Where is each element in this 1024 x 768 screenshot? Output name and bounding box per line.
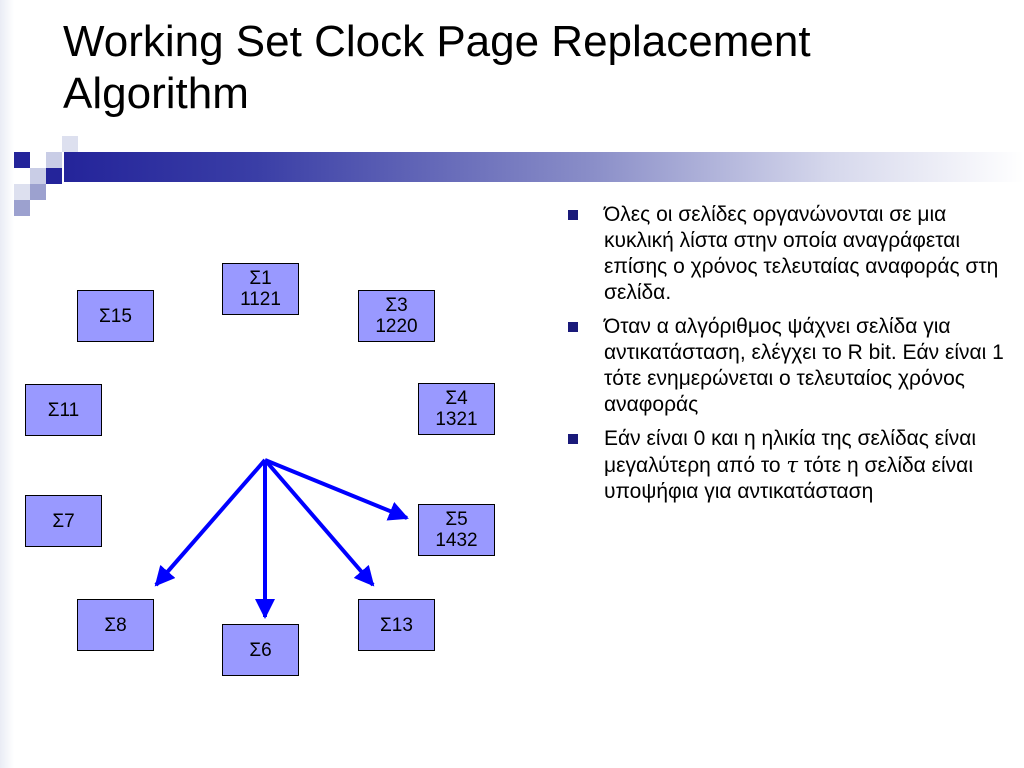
square-bullet-icon (568, 210, 578, 220)
bullet-list: Όλες οι σελίδες οργανώνονται σε μια κυκλ… (566, 202, 1006, 513)
page-box-s1: Σ1 1121 (222, 263, 299, 315)
bullet-text: Όταν α αλγόριθμος ψάχνει σελίδα για αντι… (604, 315, 1004, 416)
bullet-item: Εάν είναι 0 και η ηλικία της σελίδας είν… (566, 426, 1006, 505)
decor-square (30, 184, 46, 200)
decor-square (30, 168, 46, 184)
arrow-to-s13 (263, 458, 375, 587)
slide-title: Working Set Clock Page Replacement Algor… (63, 17, 811, 118)
page-time: 1432 (435, 530, 478, 551)
page-name: Σ7 (52, 510, 75, 532)
page-time: 1220 (375, 316, 418, 337)
bullet-text-after: τότε η σελίδα είναι υποψήφια για αντικατ… (604, 454, 973, 503)
page-name: Σ3 (385, 295, 408, 316)
page-name: Σ4 (445, 388, 468, 409)
page-box-s7: Σ7 (25, 495, 102, 547)
arrow-to-s8 (154, 458, 267, 587)
page-box-s6: Σ6 (222, 624, 299, 676)
page-name: Σ5 (445, 509, 468, 530)
page-box-s11: Σ11 (25, 384, 102, 436)
decor-square (62, 136, 78, 152)
decor-square (46, 152, 62, 168)
decor-square (14, 184, 30, 200)
page-box-s8: Σ8 (77, 599, 154, 651)
page-box-s15: Σ15 (77, 290, 154, 342)
bullet-item: Όλες οι σελίδες οργανώνονται σε μια κυκλ… (566, 202, 1006, 306)
page-name: Σ15 (99, 305, 132, 327)
decor-square (14, 152, 30, 168)
arrow-to-s5 (264, 458, 409, 521)
page-name: Σ11 (47, 399, 80, 421)
tau-symbol: τ (786, 453, 798, 477)
decor-square (46, 168, 62, 184)
square-bullet-icon (568, 434, 578, 444)
left-edge-shading (0, 0, 14, 768)
page-box-s5: Σ5 1432 (418, 504, 495, 556)
bullet-text-before: Εάν είναι 0 και η ηλικία της σελίδας είν… (604, 427, 977, 477)
page-box-s13: Σ13 (358, 599, 435, 651)
page-box-s3: Σ3 1220 (358, 290, 435, 342)
bullet-text: Όλες οι σελίδες οργανώνονται σε μια κυκλ… (604, 203, 999, 304)
page-name: Σ13 (380, 614, 413, 636)
page-name: Σ1 (249, 268, 272, 289)
page-name: Σ8 (104, 614, 127, 636)
page-name: Σ6 (249, 639, 272, 661)
decor-square (14, 200, 30, 216)
title-underline-bar (64, 152, 1024, 182)
page-box-s4: Σ4 1321 (418, 383, 495, 435)
page-time: 1321 (435, 409, 478, 430)
square-bullet-icon (568, 322, 578, 332)
bullet-item: Όταν α αλγόριθμος ψάχνει σελίδα για αντι… (566, 314, 1006, 418)
page-time: 1121 (240, 289, 281, 310)
